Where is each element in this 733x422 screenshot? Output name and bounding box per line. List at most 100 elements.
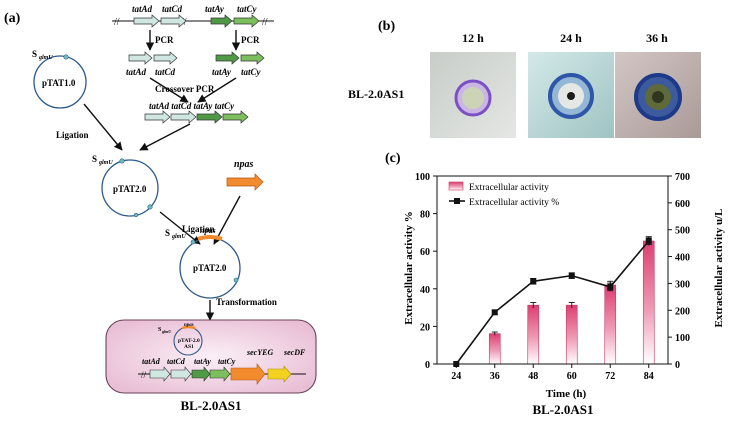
npas-label-plasmid: npas: [200, 226, 216, 235]
insert-dot: [233, 277, 239, 283]
cell-label-tatCy: tatCy: [218, 357, 236, 366]
transformation-label: Transformation: [216, 297, 277, 307]
cell-gene-secYEG: [230, 363, 266, 385]
fusion-tatAd: [144, 110, 171, 124]
cell-npas-label: npas: [184, 323, 194, 328]
npas-gene-arrow: [226, 173, 264, 191]
fusion-tatCd: [170, 110, 197, 124]
insert-dot: [133, 212, 139, 218]
label-tatCd-top: tatCd: [162, 4, 183, 14]
npas-insert: [197, 235, 223, 241]
series-line: [455, 240, 650, 365]
plasmid-ptat2-label: pTAT2.0: [113, 184, 147, 194]
ligation-label-2: Ligation: [182, 224, 215, 234]
bar-72: [604, 284, 617, 365]
label-tatCd-mid: tatCd: [155, 67, 176, 77]
npas-label: npas: [234, 159, 254, 170]
panel-c: (c) 020406080100010020030040050060070024…: [385, 151, 725, 417]
break-mark: //: [262, 17, 268, 28]
ligation-label-1: Ligation: [56, 130, 89, 140]
time-label-24h: 24 h: [560, 31, 582, 45]
cell-plasmid-label-1: pTAT-2.0: [178, 338, 200, 344]
line-point-48: [530, 278, 537, 285]
promoter-dot: [119, 158, 125, 164]
bar-36: [488, 333, 501, 365]
y-axis-title-left: Extracellular activity %: [403, 211, 415, 324]
y-right-tick-label: 0: [675, 360, 680, 371]
panel-c-label: (c): [385, 151, 401, 166]
product-tatAy: [215, 51, 240, 65]
gene-arrow-tatAd: [133, 14, 160, 28]
promoter-S-3: S: [165, 228, 170, 238]
plasmid-ptat1: [33, 55, 87, 109]
plasmid-ptat1-label: pTAT1.0: [42, 78, 76, 88]
insert-dot: [147, 204, 153, 210]
promoter-sub-2: glmU: [98, 160, 113, 166]
cell-npas-insert: [181, 325, 196, 330]
promoter-sub-1: glmU: [38, 55, 53, 61]
cell-gene-tatCd: [170, 366, 192, 382]
cell-promoter-S: S: [158, 327, 162, 333]
y-right-tick-label: 300: [675, 279, 690, 290]
gene-arrow-tatCd: [160, 14, 187, 28]
cell-promoter-sub: glmU: [161, 329, 172, 334]
y-left-tick-label: 0: [425, 360, 430, 371]
y-right-tick-label: 200: [675, 306, 690, 317]
plasmid-ptat2: [101, 159, 159, 217]
y-right-tick-label: 100: [675, 333, 690, 344]
y-right-tick-label: 500: [675, 226, 690, 237]
bar-60: [565, 304, 578, 365]
legend-bar-label: Extracellular activity: [469, 183, 549, 193]
promoter-S-2: S: [92, 154, 97, 164]
x-tick-label: 36: [490, 371, 500, 382]
label-tatCy-mid: tatCy: [241, 67, 262, 77]
x-tick-label: 84: [644, 371, 654, 382]
x-tick-label: 72: [605, 371, 615, 382]
product-tatAd: [128, 51, 153, 65]
crossover-arrow-right: [197, 77, 237, 103]
promoter-sub-3: glmU: [171, 234, 186, 240]
legend-bar-swatch: [448, 181, 464, 191]
label-tatAy-mid: tatAy: [212, 67, 232, 77]
cell-label-tatCd: tatCd: [167, 357, 186, 366]
promoter-dot: [63, 54, 69, 60]
y-right-tick-label: 400: [675, 253, 690, 264]
y-left-tick-label: 40: [420, 285, 430, 296]
time-label-36h: 36 h: [646, 31, 668, 45]
y-right-tick-label: 600: [675, 199, 690, 210]
ligation-arrow-1b: [139, 123, 191, 151]
label-tatAd-mid: tatAd: [126, 67, 147, 77]
label-tatCy-top: tatCy: [237, 4, 258, 14]
time-label-12h: 12 h: [462, 31, 484, 45]
cell-gene-secDF: [267, 365, 292, 383]
y-left-tick-label: 100: [415, 172, 430, 183]
gene-arrow-tatAy: [210, 14, 233, 28]
line-point-84: [645, 237, 652, 244]
product-tatCd: [153, 51, 178, 65]
panel-b-label: (b): [378, 19, 395, 34]
crossover-label: Crossover PCR: [155, 84, 215, 94]
panel-b: (b) BL-2.0AS1 12 h 24 h 36 h: [348, 19, 701, 138]
colony-center-36h: [652, 91, 664, 103]
cell-gene-tatCy: [209, 366, 231, 382]
strain-label-a: BL-2.0AS1: [180, 398, 241, 413]
break-mark: //: [141, 370, 147, 380]
legend-line-marker: [454, 198, 460, 204]
cell-label-tatAy: tatAy: [194, 357, 211, 366]
cell-label-secYEG: secYEG: [246, 348, 273, 357]
colony-12h: [462, 87, 484, 109]
plate-strain-label: BL-2.0AS1: [348, 87, 404, 101]
product-tatCy: [240, 51, 265, 65]
bar-48: [527, 304, 540, 365]
panel-a-label: (a): [4, 11, 21, 26]
panel-a: (a) // // // tatAd tatCd tatAy tatCy PCR…: [4, 4, 317, 413]
line-point-36: [491, 309, 498, 316]
cell-label-tatAd: tatAd: [142, 357, 161, 366]
gene-arrow-tatCy: [233, 14, 260, 28]
cell-gene-tatAy: [191, 366, 211, 382]
cell-plasmid-label-2: AS1: [184, 344, 194, 350]
y-left-tick-label: 60: [420, 247, 430, 258]
line-point-60: [568, 272, 575, 279]
